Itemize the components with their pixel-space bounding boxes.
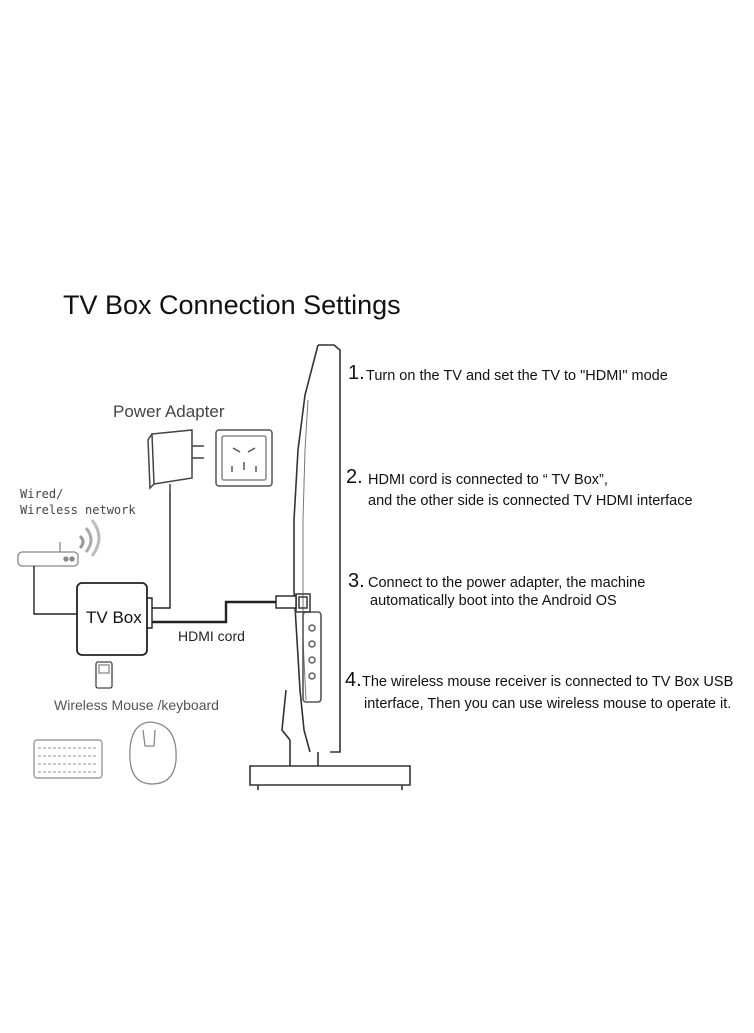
network-label-line1: Wired/ — [20, 487, 64, 501]
page-title: TV Box Connection Settings — [63, 290, 401, 320]
power-adapter-label: Power Adapter — [113, 402, 225, 421]
mouse-keyboard-label: Wireless Mouse /keyboard — [54, 697, 219, 713]
step-2-number: 2. — [346, 466, 363, 488]
step-3-text-line1: Connect to the power adapter, the machin… — [368, 575, 646, 591]
step-1-number: 1. — [348, 362, 365, 384]
tv-box-icon — [76, 582, 148, 656]
step-4-number: 4. — [345, 669, 362, 691]
network-label-line2: Wireless network — [20, 503, 136, 517]
power-adapter-icon — [147, 429, 204, 492]
wall-socket-icon — [215, 429, 273, 487]
usb-receiver-icon — [95, 661, 113, 689]
router-icon — [17, 519, 101, 567]
tv-box-port — [147, 597, 153, 629]
tv-side-profile — [249, 344, 411, 790]
step-4-text-line1: The wireless mouse receiver is connected… — [362, 674, 734, 690]
mouse-icon — [129, 721, 177, 785]
cables — [33, 492, 296, 624]
step-3-number: 3. — [348, 570, 365, 592]
step-2-text-line1: HDMI cord is connected to “ TV Box”, — [368, 472, 608, 488]
step-2-text-line2: and the other side is connected TV HDMI … — [368, 493, 693, 509]
hdmi-plug — [275, 595, 297, 609]
step-3-text-line2: automatically boot into the Android OS — [370, 593, 617, 609]
tv-box-label: TV Box — [86, 608, 142, 627]
hdmi-cord-label: HDMI cord — [178, 628, 245, 644]
step-4-text-line2: interface, Then you can use wireless mou… — [364, 696, 732, 712]
keyboard-icon — [33, 739, 103, 779]
step-1-text: Turn on the TV and set the TV to "HDMI" … — [366, 368, 668, 384]
